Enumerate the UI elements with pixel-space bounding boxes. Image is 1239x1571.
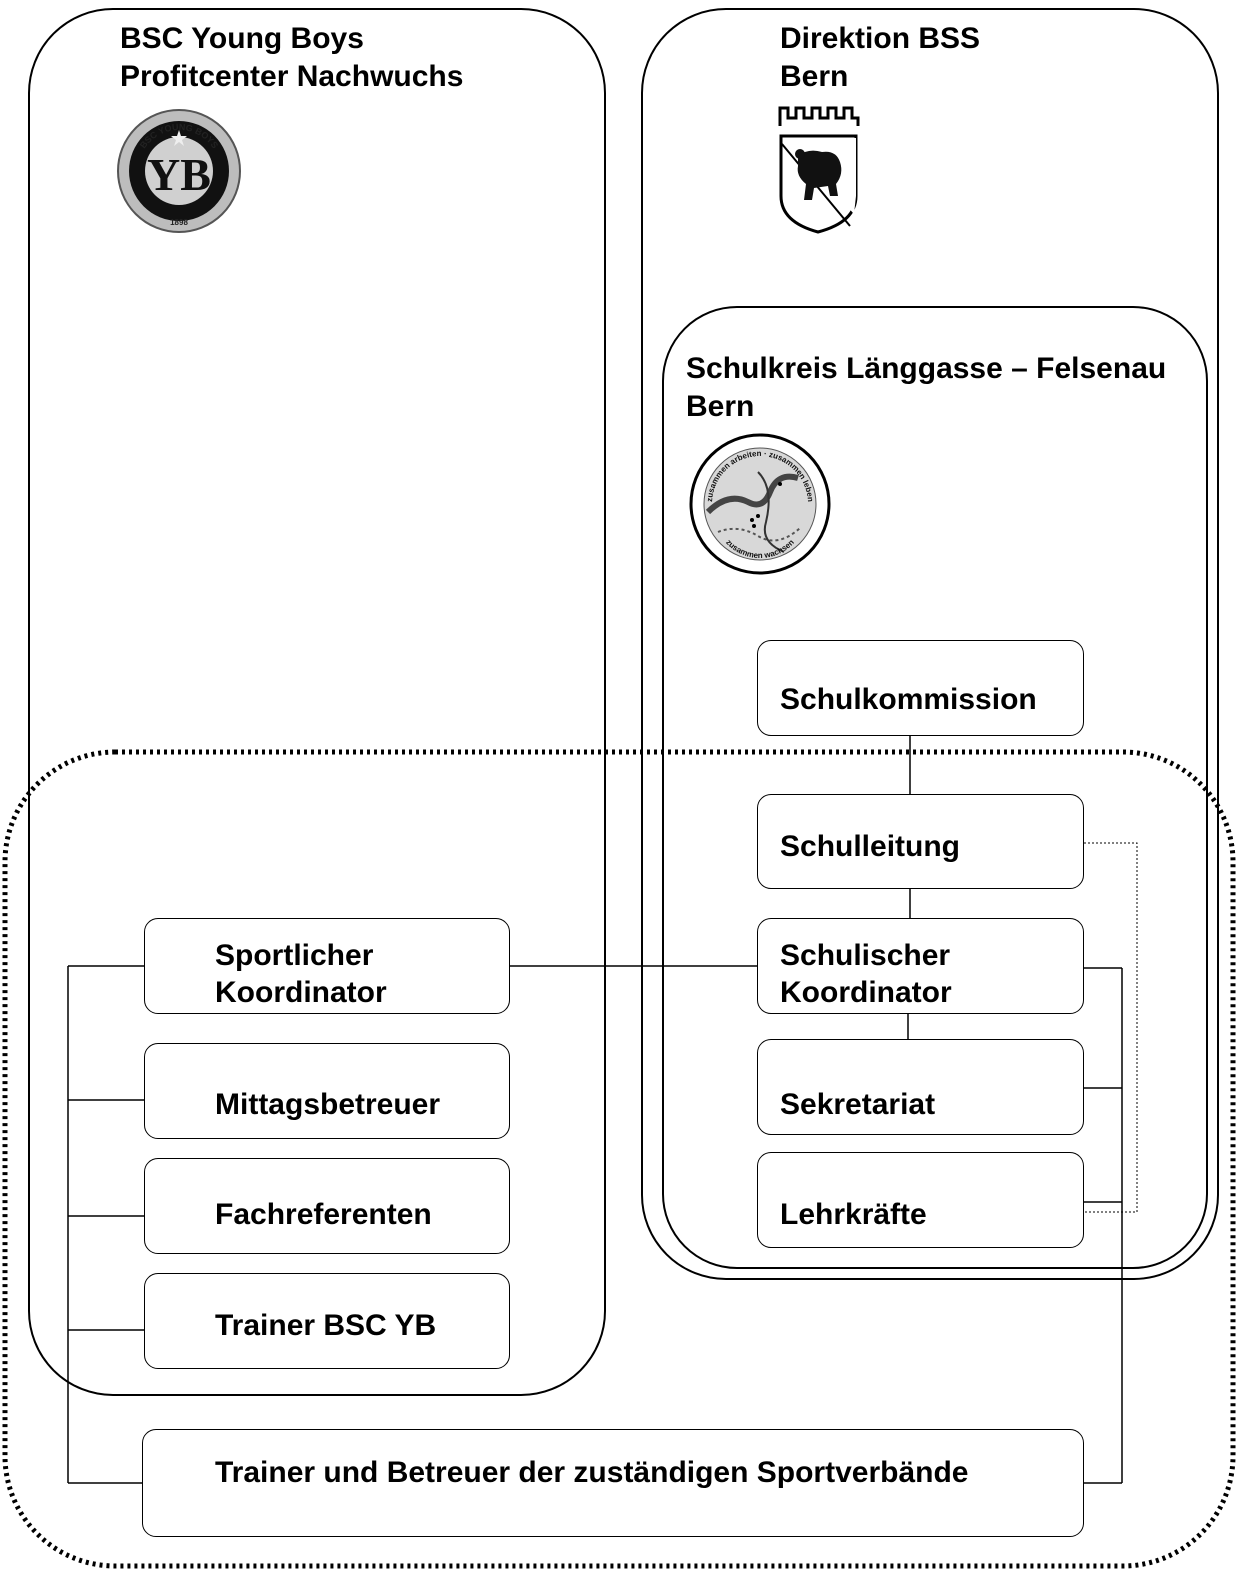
- mittagsbetreuer-label: Mittagsbetreuer: [215, 1088, 441, 1121]
- schulischer-koordinator-box[interactable]: Schulischer Koordinator: [757, 918, 1084, 1014]
- sekretariat-box[interactable]: Sekretariat: [757, 1039, 1084, 1135]
- fachreferenten-box[interactable]: Fachreferenten: [144, 1158, 510, 1254]
- sportlicher-koordinator-box[interactable]: Sportlicher Koordinator: [144, 918, 510, 1014]
- yb-panel: [28, 8, 606, 1396]
- lehrkraefte-box[interactable]: Lehrkräfte: [757, 1152, 1084, 1248]
- sekretariat-label: Sekretariat: [780, 1088, 936, 1121]
- trainer-yb-label: Trainer BSC YB: [215, 1309, 437, 1342]
- sportlicher-koordinator-label: Sportlicher Koordinator: [215, 939, 387, 1009]
- svg-text:YB: YB: [147, 149, 211, 200]
- bern-coat-of-arms-icon: [778, 106, 860, 234]
- schulleitung-label: Schulleitung: [780, 830, 960, 863]
- trainer-yb-box[interactable]: Trainer BSC YB: [144, 1273, 510, 1369]
- sportverbaende-label: Trainer und Betreuer der zuständigen Spo…: [215, 1456, 969, 1489]
- lehrkraefte-label: Lehrkräfte: [780, 1198, 927, 1231]
- yb-panel-title: BSC Young Boys Profitcenter Nachwuchs: [120, 22, 464, 93]
- schulischer-koordinator-label: Schulischer Koordinator: [780, 939, 952, 1009]
- sportverbaende-box[interactable]: Trainer und Betreuer der zuständigen Spo…: [142, 1429, 1084, 1537]
- bss-panel-title: Direktion BSS Bern: [780, 22, 981, 93]
- schulleitung-box[interactable]: Schulleitung: [757, 794, 1084, 889]
- schulkreis-panel: [662, 306, 1208, 1269]
- schulkreis-map-seal-icon: zusammen arbeiten · zusammen leben zusam…: [689, 433, 831, 575]
- bss-panel: [641, 8, 1219, 1280]
- mittagsbetreuer-box[interactable]: Mittagsbetreuer: [144, 1043, 510, 1139]
- bsc-young-boys-crest-icon: BSC YOUNG BOYS YB 1898: [117, 109, 241, 233]
- schulkommission-label: Schulkommission: [780, 683, 1037, 716]
- fachreferenten-label: Fachreferenten: [215, 1198, 432, 1231]
- schulkreis-panel-title: Schulkreis Länggasse – Felsenau Bern: [686, 352, 1167, 423]
- svg-text:1898: 1898: [170, 218, 188, 227]
- schulkommission-box[interactable]: Schulkommission: [757, 640, 1084, 736]
